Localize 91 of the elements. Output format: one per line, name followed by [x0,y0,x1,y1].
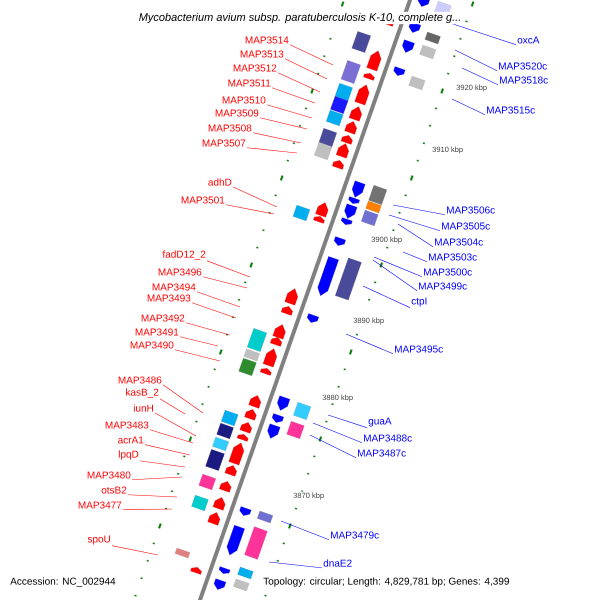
gene-label: oxcA [518,36,540,44]
leader-line [312,422,362,444]
leader-line [346,334,394,354]
gene-label: spoU [88,536,110,544]
leader-line [174,349,220,362]
gene-label: MAP3506c [447,206,495,214]
leader-line [452,98,486,116]
leader-line [266,104,312,118]
leader-line [372,260,418,292]
gene-label: MAP3509 [216,109,258,117]
leader-line [206,260,250,278]
gene-label: MAP3514 [246,36,288,44]
gene-label: MAP3494 [152,283,196,291]
gene-label: acrA1 [118,436,144,444]
gene-label: lpqD [118,450,138,460]
leader-line [280,520,330,540]
gene-label: iunH [134,404,153,412]
gene-label: MAP3491 [136,328,178,336]
leader-line [402,252,428,262]
footer-text: Accession: NC_002944 [9,576,117,588]
gene-label: MAP3486 [118,376,162,384]
leader-line [186,322,230,336]
gene-label: MAP3512 [234,64,276,72]
leader-line [454,50,498,72]
leader-line [150,429,194,444]
gene-label: MAP3503c [429,253,477,261]
leader-line [462,68,498,86]
footer-text: Topology: circular; Length: 4,829,781 bp; Genes: 4,399 [262,576,510,588]
leader-line [160,398,186,414]
leader-line [232,186,278,208]
leader-line [128,494,178,498]
leader-line [226,204,274,214]
gene-label: MAP3479c [331,531,379,539]
leader-line [144,444,190,456]
gene-label: dnaE2 [324,559,352,567]
leader-line [388,214,440,232]
leader-line [374,256,422,278]
leader-line [268,562,322,568]
gene-label: adhD [208,178,232,186]
gene-label: MAP3520c [499,62,547,70]
gene-label: MAP3490 [130,341,174,349]
gene-label: MAP3483 [106,421,148,429]
leader-line [260,117,308,130]
leader-line [272,87,316,104]
leader-line [284,58,328,80]
gene-label: MAP3510 [222,96,266,104]
leader-line [278,72,320,92]
gene-label: MAP3477 [78,501,122,509]
leader-line [162,384,204,414]
leader-line [112,545,158,556]
gene-label: MAP3518c [500,76,548,84]
gene-label: MAP3508 [208,124,252,132]
gene-label: MAP3480 [88,471,130,479]
gene-label: guaA [368,418,392,426]
leader-line [362,286,410,308]
gene-label: MAP3507 [202,139,246,147]
gene-label: MAP3505c [442,222,490,230]
leader-line [192,302,236,318]
leader-line [450,22,516,45]
gene-label: MAP3515c [487,106,535,114]
gene-label: MAP3513 [240,50,284,58]
leader-line [202,276,248,288]
leader-line [398,224,434,248]
leader-line [252,132,302,144]
title: Mycobacterium avium subsp. paratuberculosis K-10, complete g... [138,12,462,24]
leader-line [246,147,298,154]
leader-line [122,508,172,510]
gene-label: MAP3492 [142,314,184,322]
gene-label: MAP3487c [358,449,406,457]
leader-line [180,336,218,346]
gene-label: MAP3511 [228,79,270,87]
leader-line [196,291,240,308]
leader-line [290,44,334,66]
leader-line [392,204,446,216]
leader-line [328,414,368,428]
gene-label: MAP3496 [158,268,202,276]
gene-label: ctpI [412,298,426,306]
gene-label: MAP3501 [182,196,224,204]
gene-label: MAP3488c [364,434,412,442]
gene-label: MAP3493 [148,294,190,302]
gene-label: otsB2 [102,486,126,494]
gene-label: MAP3495c [395,345,443,353]
gene-label: fadD12_2 [162,250,206,260]
leader-line [310,434,356,458]
leader-line [140,460,186,468]
gene-label: MAP3500c [424,268,472,276]
gene-label: kasB_2 [126,388,158,398]
leader-line [132,476,182,480]
leader-line [154,412,196,436]
gene-label: MAP3499c [419,282,467,290]
gene-label: MAP3504c [435,238,483,246]
